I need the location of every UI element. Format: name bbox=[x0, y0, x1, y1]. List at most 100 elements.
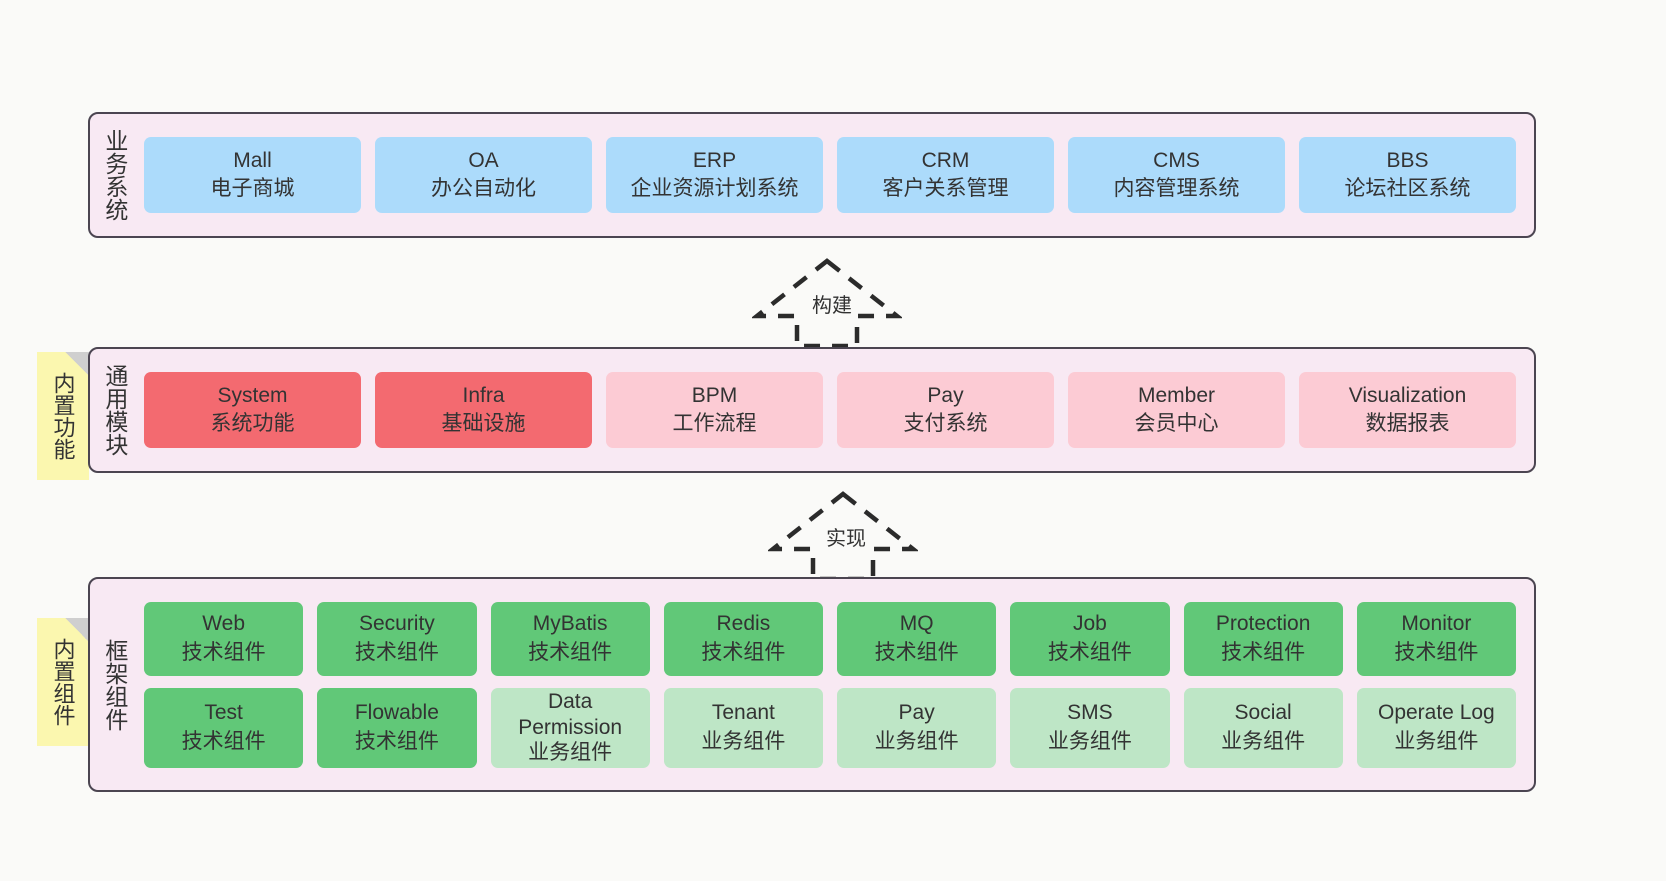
card-subtitle: 技术组件 bbox=[528, 640, 613, 664]
layer-general-modules: 通用模块 System 系统功能 Infra 基础设施 BPM 工作流程 Pay… bbox=[88, 347, 1536, 473]
card-title: Data Permission bbox=[518, 690, 623, 739]
card-flowable[interactable]: Flowable 技术组件 bbox=[317, 687, 477, 768]
card-redis[interactable]: Redis 技术组件 bbox=[663, 601, 823, 676]
card-title: Redis bbox=[716, 612, 771, 636]
general-modules-row: System 系统功能 Infra 基础设施 BPM 工作流程 Pay 支付系统… bbox=[144, 372, 1516, 448]
card-title: Tenant bbox=[711, 701, 775, 725]
card-title: OA bbox=[468, 148, 499, 172]
card-subtitle: 技术组件 bbox=[1394, 640, 1479, 664]
card-social[interactable]: Social 业务组件 bbox=[1183, 687, 1343, 768]
card-cms[interactable]: CMS 内容管理系统 bbox=[1068, 137, 1285, 213]
card-subtitle: 业务组件 bbox=[701, 729, 786, 753]
card-subtitle: 系统功能 bbox=[210, 412, 295, 435]
framework-components-card-list: Web 技术组件 Security 技术组件 MyBatis 技术组件 Redi… bbox=[138, 579, 1534, 790]
card-subtitle: 业务组件 bbox=[1221, 729, 1306, 753]
business-system-row: Mall 电子商城 OA 办公自动化 ERP 企业资源计划系统 CRM 客户关系… bbox=[144, 137, 1516, 213]
card-subtitle: 技术组件 bbox=[181, 729, 266, 753]
card-subtitle: 办公自动化 bbox=[431, 177, 536, 200]
card-subtitle: 技术组件 bbox=[874, 640, 959, 664]
card-title: Web bbox=[202, 612, 246, 636]
card-erp[interactable]: ERP 企业资源计划系统 bbox=[606, 137, 823, 213]
card-subtitle: 工作流程 bbox=[672, 412, 757, 435]
card-subtitle: 业务组件 bbox=[1394, 729, 1479, 753]
card-mybatis[interactable]: MyBatis 技术组件 bbox=[490, 601, 650, 676]
card-title: MyBatis bbox=[532, 612, 608, 636]
card-title: Operate Log bbox=[1377, 701, 1495, 725]
card-pay-module[interactable]: Pay 支付系统 bbox=[837, 372, 1054, 448]
card-subtitle: 业务组件 bbox=[874, 729, 959, 753]
layer-title-general-modules: 通用模块 bbox=[101, 364, 128, 456]
card-title: Member bbox=[1137, 383, 1216, 407]
card-subtitle: 论坛社区系统 bbox=[1344, 177, 1471, 200]
card-operate-log[interactable]: Operate Log 业务组件 bbox=[1356, 687, 1516, 768]
card-member[interactable]: Member 会员中心 bbox=[1068, 372, 1285, 448]
card-subtitle: 数据报表 bbox=[1365, 412, 1450, 435]
card-title: Pay bbox=[898, 701, 935, 725]
card-mq[interactable]: MQ 技术组件 bbox=[837, 601, 997, 676]
arrow-implement-icon bbox=[766, 491, 920, 582]
arrow-build: 构建 bbox=[750, 256, 904, 349]
card-subtitle: 电子商城 bbox=[210, 177, 295, 200]
card-subtitle: 会员中心 bbox=[1134, 412, 1219, 435]
card-bbs[interactable]: BBS 论坛社区系统 bbox=[1299, 137, 1516, 213]
card-subtitle: 技术组件 bbox=[1047, 640, 1132, 664]
card-job[interactable]: Job 技术组件 bbox=[1010, 601, 1170, 676]
card-title: Flowable bbox=[354, 701, 439, 725]
card-title: Mall bbox=[233, 148, 272, 172]
note-builtin-component-label: 内置组件 bbox=[50, 638, 76, 726]
card-subtitle: 技术组件 bbox=[181, 640, 266, 664]
card-title: CRM bbox=[921, 148, 970, 172]
card-title: Infra bbox=[462, 383, 505, 407]
card-subtitle: 技术组件 bbox=[354, 729, 439, 753]
arrow-build-label: 构建 bbox=[812, 295, 852, 317]
general-modules-card-list: System 系统功能 Infra 基础设施 BPM 工作流程 Pay 支付系统… bbox=[138, 349, 1534, 471]
card-subtitle: 内容管理系统 bbox=[1113, 177, 1240, 200]
card-title: Test bbox=[204, 701, 243, 725]
card-subtitle: 技术组件 bbox=[354, 640, 439, 664]
layer-title-business-system: 业务系统 bbox=[101, 129, 128, 221]
card-data-permission[interactable]: Data Permission 业务组件 bbox=[490, 687, 650, 768]
card-subtitle: 技术组件 bbox=[701, 640, 786, 664]
card-bpm[interactable]: BPM 工作流程 bbox=[606, 372, 823, 448]
card-title: Pay bbox=[927, 383, 964, 407]
card-oa[interactable]: OA 办公自动化 bbox=[375, 137, 592, 213]
card-title: Security bbox=[358, 612, 435, 636]
framework-components-row-business: Test 技术组件 Flowable 技术组件 Data Permission … bbox=[144, 687, 1516, 768]
card-title: CMS bbox=[1153, 148, 1200, 172]
card-subtitle: 企业资源计划系统 bbox=[630, 177, 799, 200]
card-sms[interactable]: SMS 业务组件 bbox=[1010, 687, 1170, 768]
card-pay-component[interactable]: Pay 业务组件 bbox=[837, 687, 997, 768]
arrow-build-icon bbox=[750, 258, 904, 349]
card-visualization[interactable]: Visualization 数据报表 bbox=[1299, 372, 1516, 448]
card-system[interactable]: System 系统功能 bbox=[144, 372, 361, 448]
card-monitor[interactable]: Monitor 技术组件 bbox=[1356, 601, 1516, 676]
card-title: Visualization bbox=[1348, 383, 1467, 407]
layer-framework-components: 框架组件 Web 技术组件 Security 技术组件 MyBatis 技术组件… bbox=[88, 577, 1536, 792]
card-crm[interactable]: CRM 客户关系管理 bbox=[837, 137, 1054, 213]
card-subtitle: 业务组件 bbox=[1047, 729, 1132, 753]
card-title: Social bbox=[1234, 701, 1292, 725]
layer-title-framework-components: 框架组件 bbox=[101, 638, 128, 731]
card-infra[interactable]: Infra 基础设施 bbox=[375, 372, 592, 448]
note-builtin-component: 内置组件 bbox=[37, 618, 89, 746]
business-system-card-list: Mall 电子商城 OA 办公自动化 ERP 企业资源计划系统 CRM 客户关系… bbox=[138, 114, 1534, 236]
card-title: System bbox=[217, 383, 288, 407]
layer-business-system: 业务系统 Mall 电子商城 OA 办公自动化 ERP 企业资源计划系统 CRM… bbox=[88, 112, 1536, 238]
card-subtitle: 客户关系管理 bbox=[882, 177, 1009, 200]
card-web[interactable]: Web 技术组件 bbox=[144, 601, 304, 676]
card-protection[interactable]: Protection 技术组件 bbox=[1183, 601, 1343, 676]
arrow-implement: 实现 bbox=[766, 489, 920, 582]
card-subtitle: 技术组件 bbox=[1221, 640, 1306, 664]
note-builtin-function-label: 内置功能 bbox=[50, 372, 76, 460]
card-mall[interactable]: Mall 电子商城 bbox=[144, 137, 361, 213]
card-tenant[interactable]: Tenant 业务组件 bbox=[663, 687, 823, 768]
arrow-implement-label: 实现 bbox=[826, 528, 866, 550]
card-title: Job bbox=[1072, 612, 1107, 636]
card-test[interactable]: Test 技术组件 bbox=[144, 687, 304, 768]
framework-components-row-technical: Web 技术组件 Security 技术组件 MyBatis 技术组件 Redi… bbox=[144, 601, 1516, 676]
card-title: MQ bbox=[899, 612, 934, 636]
card-title: SMS bbox=[1067, 701, 1113, 725]
note-builtin-function: 内置功能 bbox=[37, 352, 89, 480]
card-subtitle: 基础设施 bbox=[441, 412, 526, 435]
card-security[interactable]: Security 技术组件 bbox=[317, 601, 477, 676]
